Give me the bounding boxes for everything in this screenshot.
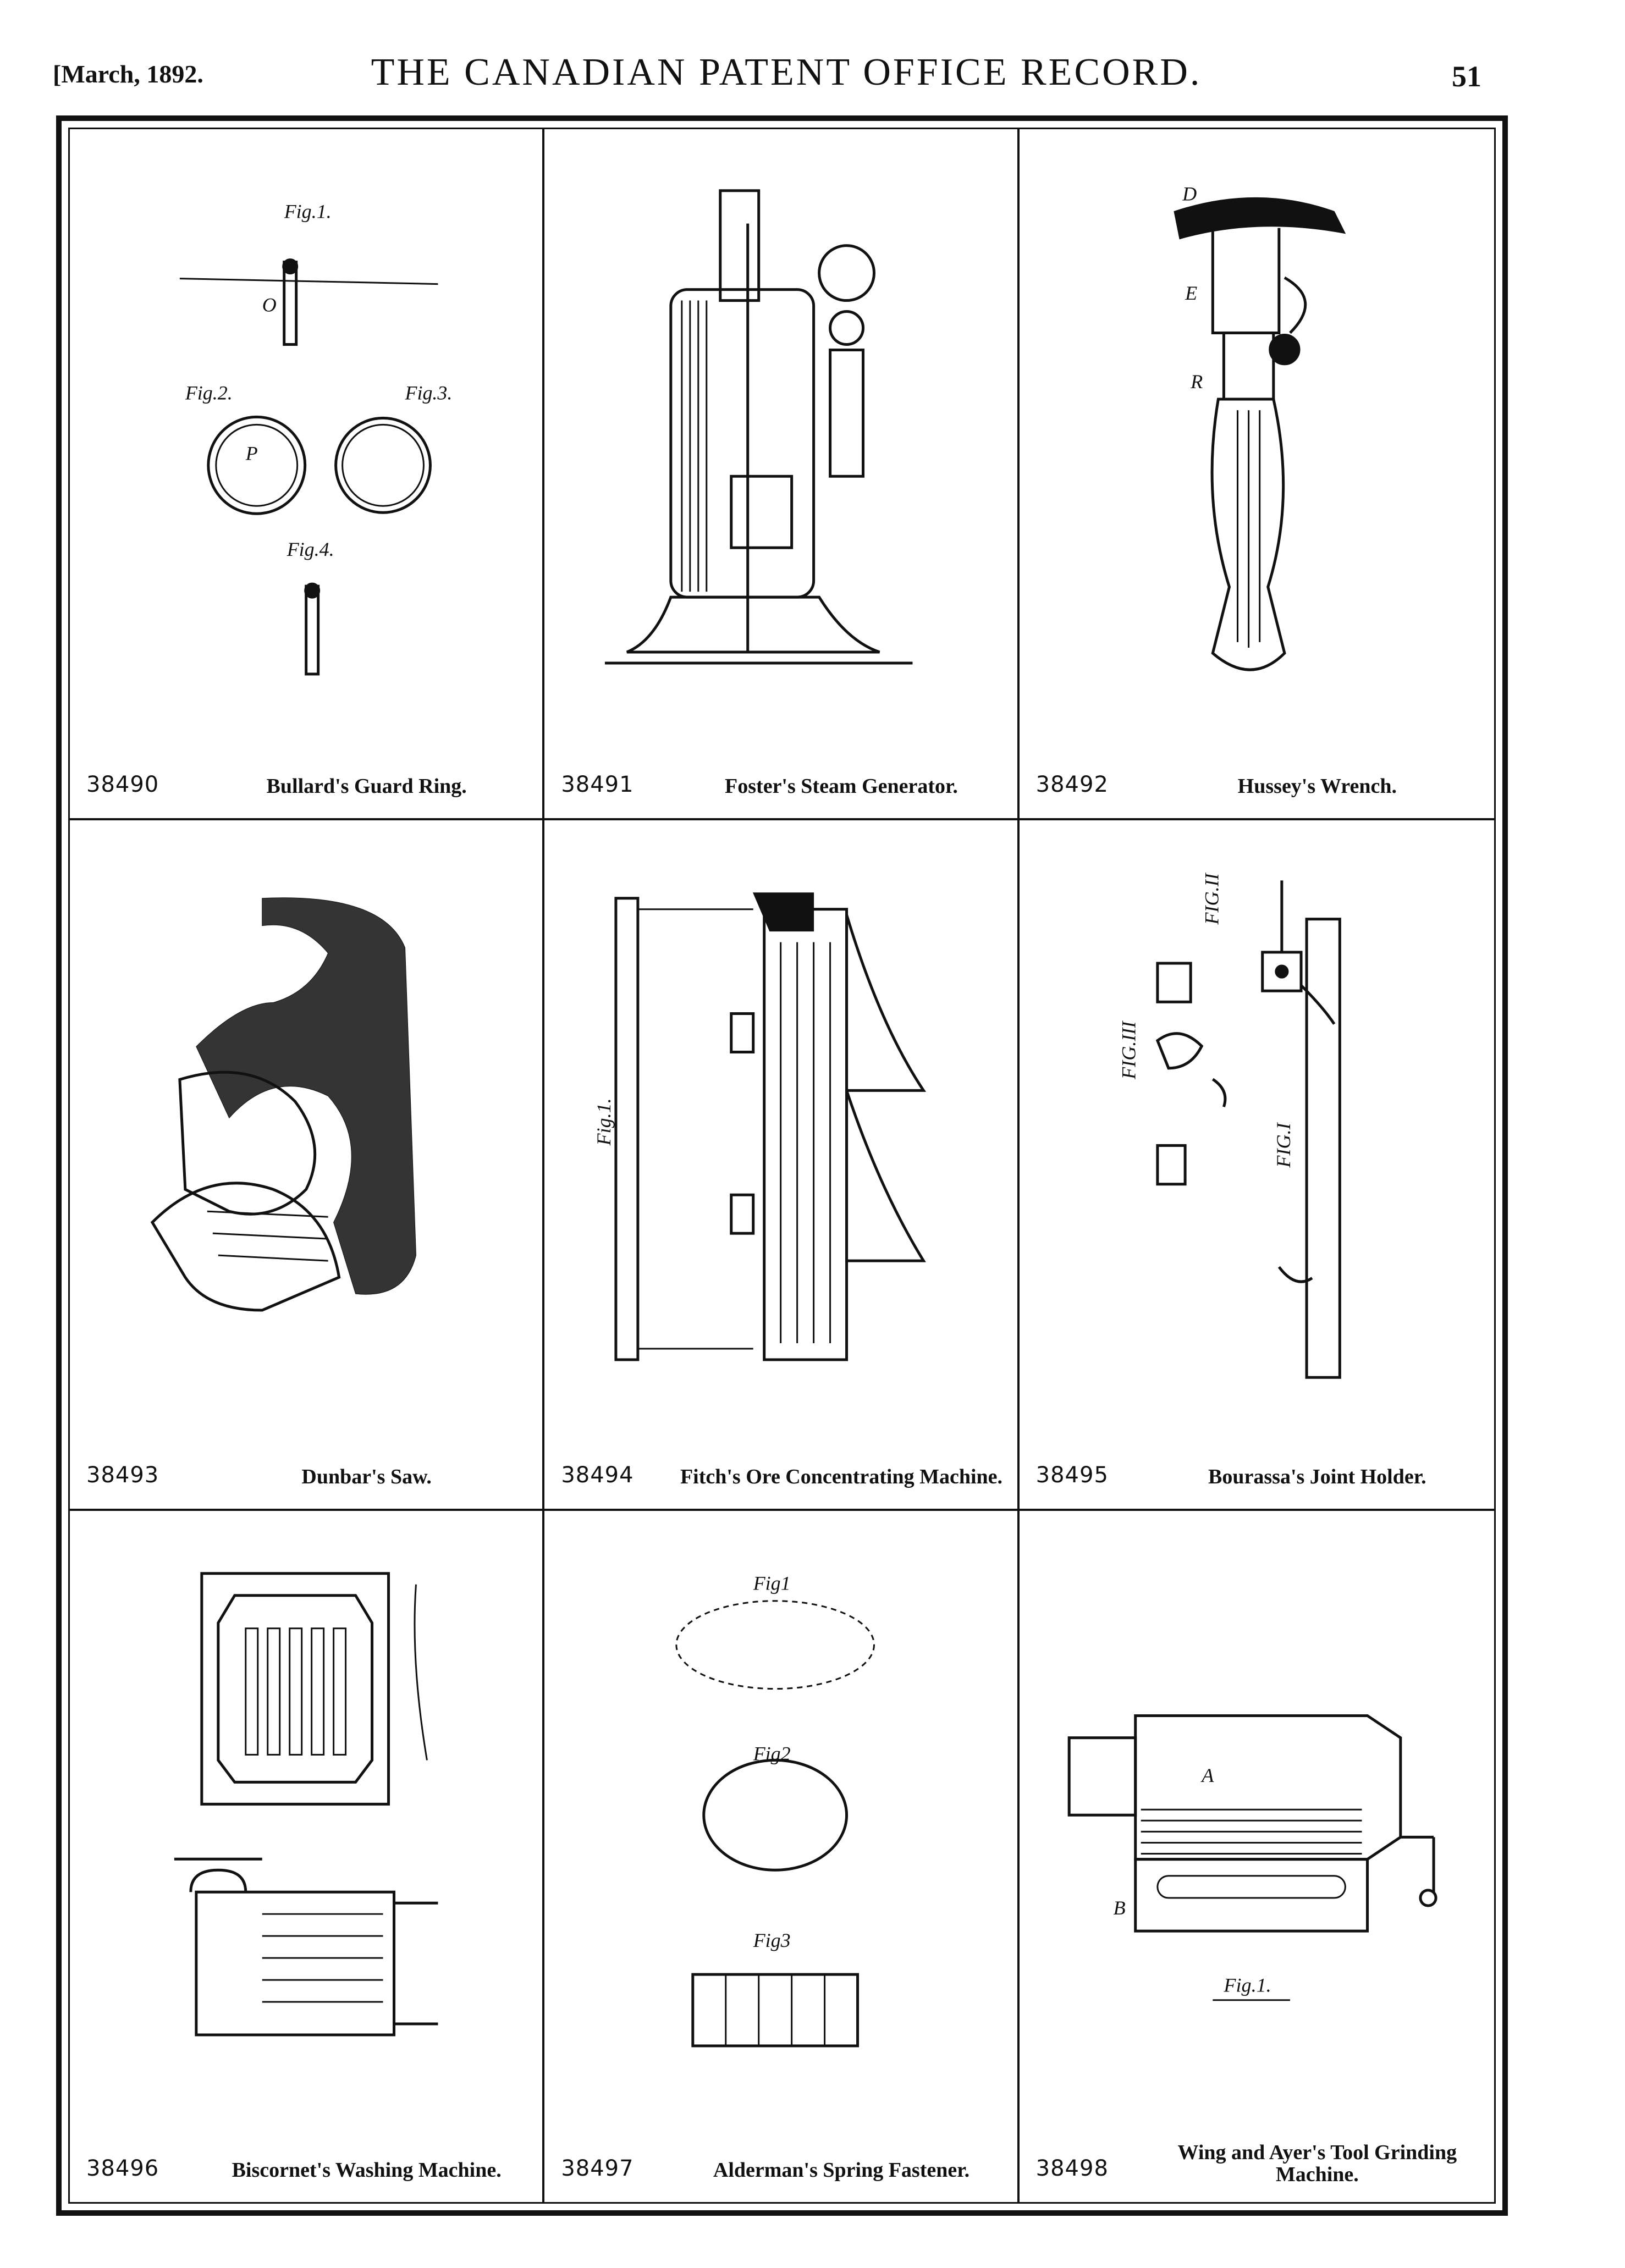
patent-panel-38492: D E R 38492 Hussey's Wrench.: [1019, 129, 1494, 820]
patent-panel-38495: FIG.I FIG.II FIG.III 38495 Bourassa's Jo…: [1019, 820, 1494, 1511]
patent-grid: Fig.1. O Fig.2. Fig.3. P Fig.4.: [70, 129, 1494, 2202]
page-header: [March, 1892. THE CANADIAN PATENT OFFICE…: [0, 0, 1625, 126]
washing-machine-drawing: [97, 1533, 515, 2120]
patent-number: 38490: [86, 771, 159, 797]
page-number: 51: [1452, 60, 1481, 93]
fig-label: FIG.II: [1200, 872, 1222, 925]
issue-date: [March, 1892.: [53, 60, 203, 88]
letter-label: D: [1182, 183, 1197, 205]
patent-number: 38497: [561, 2155, 634, 2181]
saw-drawing: [97, 842, 515, 1427]
patent-number: 38491: [561, 771, 634, 797]
patent-panel-38493: 38493 Dunbar's Saw.: [70, 820, 545, 1511]
patent-caption: 38498 Wing and Ayer's Tool Grinding Mach…: [1035, 2142, 1483, 2186]
patent-panel-38491: 38491 Foster's Steam Generator.: [544, 129, 1020, 820]
letter-label: R: [1190, 371, 1203, 393]
letter-label: O: [262, 294, 277, 316]
guard-ring-drawing: Fig.1. O Fig.2. Fig.3. P Fig.4.: [97, 151, 515, 736]
patent-caption: 38491 Foster's Steam Generator.: [561, 763, 1006, 802]
fig-label: Fig1: [753, 1572, 791, 1594]
letter-label: B: [1113, 1897, 1125, 1919]
patent-title: Hussey's Wrench.: [1237, 774, 1397, 798]
patent-title: Foster's Steam Generator.: [725, 774, 958, 798]
fig-label: Fig.1.: [1223, 1974, 1271, 1996]
fig-label: Fig3: [753, 1929, 791, 1951]
patent-caption: 38495 Bourassa's Joint Holder.: [1036, 1454, 1483, 1492]
patent-panel-38494: Fig.1. 38494 Fitch's Ore Concentrating M…: [544, 820, 1020, 1511]
patent-caption: 38493 Dunbar's Saw.: [86, 1454, 531, 1492]
patent-number: 38495: [1035, 1463, 1109, 1488]
letter-label: A: [1200, 1764, 1214, 1786]
inner-border: Fig.1. O Fig.2. Fig.3. P Fig.4.: [68, 128, 1496, 2204]
patent-panel-38490: Fig.1. O Fig.2. Fig.3. P Fig.4.: [70, 129, 545, 820]
steam-generator-drawing: [572, 151, 989, 736]
letter-label: E: [1185, 282, 1197, 304]
fig-label: Fig.1.: [593, 1098, 615, 1146]
patent-caption: 38494 Fitch's Ore Concentrating Machine.: [561, 1454, 1006, 1492]
patent-caption: 38497 Alderman's Spring Fastener.: [561, 2147, 1006, 2186]
patent-caption: 38496 Biscornet's Washing Machine.: [86, 2147, 531, 2186]
patent-panel-38498: A B Fig.1. 38498 Wing and Ayer's Tool Gr…: [1020, 1511, 1494, 2202]
patent-title: Fitch's Ore Concentrating Machine.: [680, 1465, 1003, 1489]
fig-label: FIG.III: [1117, 1020, 1139, 1079]
letter-label: P: [245, 442, 258, 464]
patent-title: Bullard's Guard Ring.: [266, 774, 467, 798]
spring-fastener-drawing: Fig1 Fig2 Fig3: [572, 1533, 989, 2120]
patent-caption: 38492 Hussey's Wrench.: [1036, 763, 1483, 802]
patent-number: 38493: [86, 1463, 159, 1488]
patent-title: Alderman's Spring Fastener.: [713, 2158, 970, 2182]
patent-number: 38492: [1035, 771, 1109, 797]
joint-holder-drawing: FIG.I FIG.II FIG.III: [1047, 842, 1467, 1427]
page-frame: Fig.1. O Fig.2. Fig.3. P Fig.4.: [56, 115, 1508, 2216]
wrench-drawing: D E R: [1047, 151, 1467, 736]
patent-title: Bourassa's Joint Holder.: [1208, 1465, 1426, 1489]
patent-number: 38496: [86, 2155, 159, 2181]
patent-title: Wing and Ayer's Tool Grinding Machine.: [1177, 2140, 1457, 2186]
fig-label: Fig.2.: [185, 382, 233, 404]
patent-panel-38496: 38496 Biscornet's Washing Machine.: [70, 1511, 545, 2202]
patent-title: Biscornet's Washing Machine.: [232, 2158, 502, 2182]
patent-panel-38497: Fig1 Fig2 Fig3 38497 Alderman's: [544, 1511, 1020, 2202]
fig-label: FIG.I: [1273, 1122, 1295, 1168]
publication-title: THE CANADIAN PATENT OFFICE RECORD.: [371, 51, 1202, 93]
fig-label: Fig.3.: [405, 382, 453, 404]
fig-label: Fig.1.: [284, 201, 332, 223]
patent-number: 38494: [561, 1463, 634, 1488]
ore-concentrator-drawing: Fig.1.: [572, 842, 989, 1427]
patent-title: Dunbar's Saw.: [301, 1465, 432, 1489]
patent-number: 38498: [1035, 2155, 1109, 2181]
patent-caption: 38490 Bullard's Guard Ring.: [86, 763, 531, 802]
tool-grinder-drawing: A B Fig.1.: [1047, 1533, 1467, 2120]
fig-label: Fig.4.: [287, 538, 334, 560]
